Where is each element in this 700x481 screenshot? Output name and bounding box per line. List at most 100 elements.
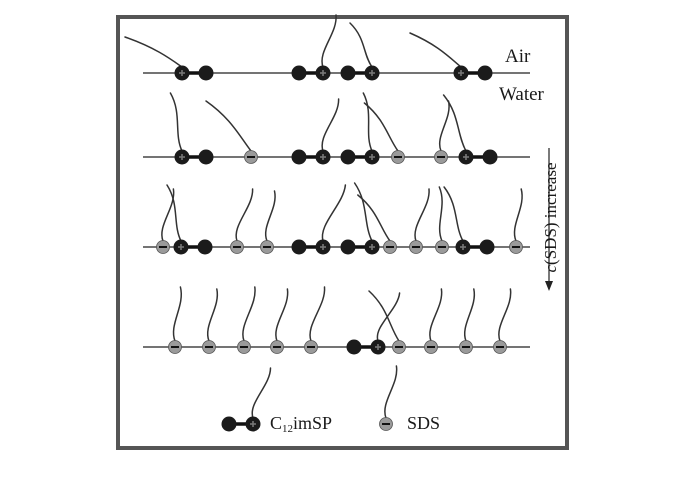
sds-molecule-30 <box>424 288 443 354</box>
hydrophobic-tail <box>321 184 347 242</box>
hydrophobic-tail <box>251 367 272 419</box>
plus-sign-v <box>181 70 183 76</box>
plus-sign-v <box>181 154 183 160</box>
imidazolium-head <box>198 149 214 165</box>
imidazolium-head <box>291 65 307 81</box>
hydrophobic-tail <box>172 286 183 342</box>
imidazolium-head <box>340 239 356 255</box>
minus-sign <box>437 156 445 158</box>
imidazolium-head <box>197 239 213 255</box>
plus-sign-v <box>180 244 182 250</box>
sds-molecule-6 <box>205 100 258 164</box>
hydrophobic-tail <box>206 288 219 342</box>
hydrophobic-tail <box>376 292 401 342</box>
concentration-axis-label: c(SDS) increase <box>541 150 566 285</box>
hydrophobic-tail <box>362 92 373 152</box>
sds-molecule-22 <box>509 188 523 254</box>
sds-molecule-26 <box>270 288 289 354</box>
sds-molecule-31 <box>459 288 476 354</box>
plus-sign-v <box>322 244 324 250</box>
plus-sign-v <box>322 154 324 160</box>
legend-c12-subscript: 12 <box>282 423 294 435</box>
hydrophobic-tail <box>384 365 398 419</box>
legend-c12-suffix: imSP <box>293 413 333 433</box>
plus-sign-v <box>465 154 467 160</box>
sds-molecule-14 <box>230 188 254 254</box>
hydrophobic-tail <box>498 288 512 342</box>
imidazolium-head <box>477 65 493 81</box>
hydrophobic-tail <box>275 288 289 342</box>
hydrophobic-tail <box>438 186 443 242</box>
c12imsp-molecule-33 <box>221 367 272 432</box>
sds-molecule-27 <box>304 286 326 354</box>
plus-sign-v <box>371 154 373 160</box>
c12imsp-molecule-4 <box>409 32 493 81</box>
sds-molecule-19 <box>409 188 430 254</box>
minus-sign <box>438 246 446 248</box>
minus-sign <box>171 346 179 348</box>
minus-sign <box>159 246 167 248</box>
hydrophobic-tail <box>442 94 467 152</box>
hydrophobic-tail <box>161 188 175 242</box>
minus-sign <box>247 156 255 158</box>
minus-sign <box>240 346 248 348</box>
sds-molecule-12 <box>156 188 175 254</box>
hydrophobic-tail <box>353 182 373 242</box>
plus-sign-v <box>371 244 373 250</box>
c12imsp-molecule-8 <box>340 92 380 165</box>
imidazolium-head <box>346 339 362 355</box>
plus-sign-v <box>322 70 324 76</box>
minus-sign <box>496 346 504 348</box>
plus-sign-v <box>371 70 373 76</box>
sds-molecule-25 <box>237 286 256 354</box>
c12imsp-molecule-3 <box>340 22 380 81</box>
axis-label-variable: c <box>541 264 560 273</box>
sds-molecule-24 <box>202 288 219 354</box>
imidazolium-head <box>291 149 307 165</box>
minus-sign <box>307 346 315 348</box>
hydrophobic-tail <box>463 288 476 342</box>
imidazolium-head <box>479 239 495 255</box>
imidazolium-head <box>340 65 356 81</box>
sds-molecule-9 <box>363 102 405 164</box>
c12imsp-molecule-13 <box>166 184 213 255</box>
hydrophobic-tail <box>309 286 326 342</box>
sds-molecule-32 <box>493 288 512 354</box>
imidazolium-head <box>221 416 237 432</box>
sds-molecule-10 <box>434 100 450 164</box>
hydrophobic-tail <box>321 98 340 152</box>
minus-sign <box>395 346 403 348</box>
sds-molecule-34 <box>379 365 398 431</box>
minus-sign <box>233 246 241 248</box>
legend-c12imsp-label: C12imSP <box>270 414 332 435</box>
minus-sign <box>273 346 281 348</box>
minus-sign <box>462 346 470 348</box>
minus-sign <box>263 246 271 248</box>
c12imsp-molecule-16 <box>291 184 347 255</box>
c12imsp-molecule-11 <box>442 94 498 165</box>
air-label: Air <box>505 46 531 67</box>
c12imsp-molecule-5 <box>169 92 214 165</box>
hydrophobic-tail <box>443 186 464 242</box>
c12imsp-molecule-1 <box>124 36 214 81</box>
hydrophobic-tail <box>363 102 399 152</box>
hydrophobic-tail <box>321 14 337 68</box>
hydrophobic-tail <box>264 190 276 242</box>
hydrophobic-tail <box>368 290 400 342</box>
minus-sign <box>427 346 435 348</box>
sds-molecule-15 <box>260 190 276 254</box>
sds-molecule-18 <box>357 194 397 254</box>
imidazolium-head <box>291 239 307 255</box>
minus-sign <box>382 423 390 425</box>
plus-sign-v <box>460 70 462 76</box>
c12imsp-molecule-2 <box>291 14 337 81</box>
sds-molecule-29 <box>368 290 406 354</box>
hydrophobic-tail <box>235 188 254 242</box>
c12imsp-molecule-28 <box>346 292 401 355</box>
c12imsp-molecule-7 <box>291 98 340 165</box>
hydrophobic-tail <box>513 188 523 242</box>
axis-label-text: (SDS) increase <box>541 162 560 265</box>
hydrophobic-tail <box>429 288 443 342</box>
water-label: Water <box>499 84 544 105</box>
hydrophobic-tail <box>169 92 183 152</box>
